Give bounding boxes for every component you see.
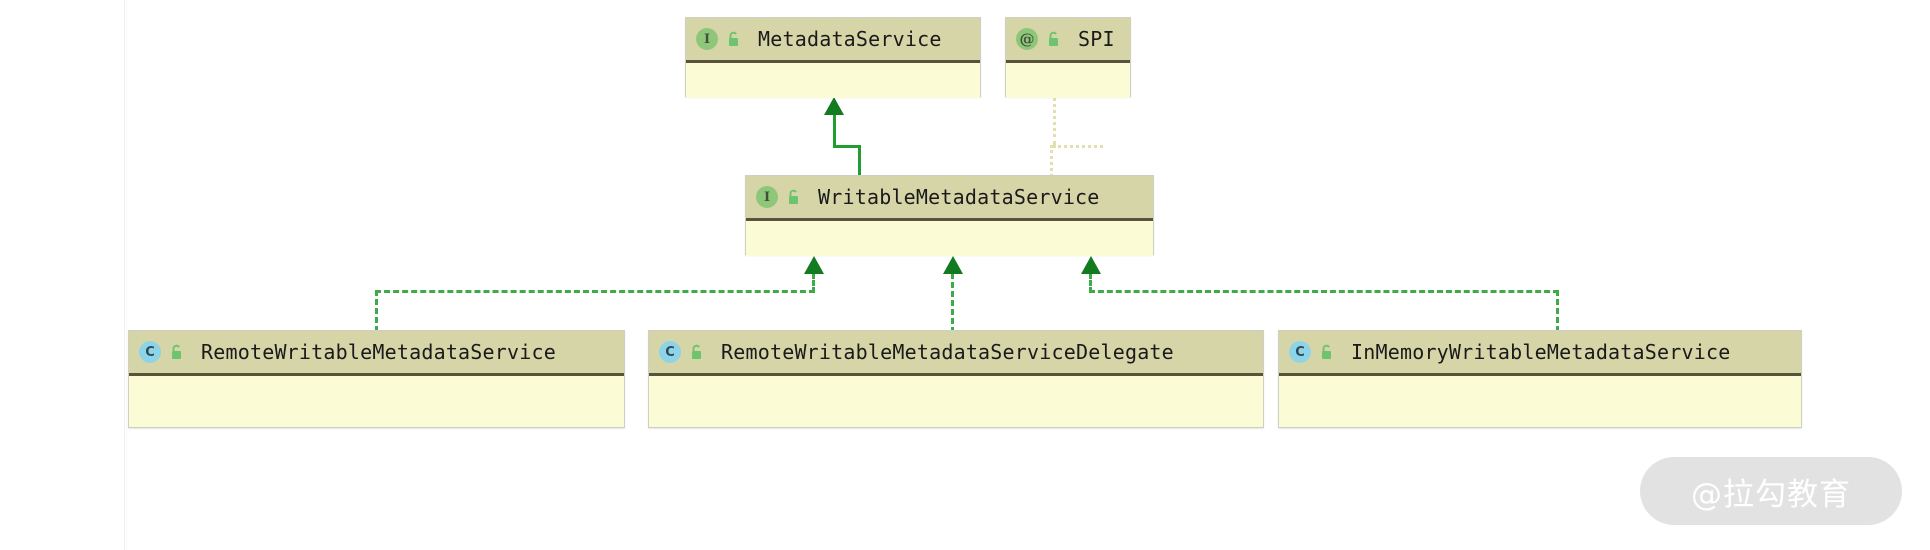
uml-node-body-compartment bbox=[1006, 63, 1130, 98]
uml-node-body-compartment bbox=[746, 221, 1153, 256]
uml-node-body-compartment bbox=[1279, 376, 1801, 426]
uml-node-title: RemoteWritableMetadataService bbox=[201, 340, 556, 364]
watermark-text: @拉勾教育 bbox=[1691, 476, 1851, 513]
uml-node-title: InMemoryWritableMetadataService bbox=[1351, 340, 1731, 364]
open-padlock-icon bbox=[689, 344, 705, 361]
uml-node-inmemory-writable-metadata-service[interactable]: C InMemoryWritableMetadataService bbox=[1278, 330, 1802, 428]
interface-badge-icon: I bbox=[756, 186, 778, 208]
edge-generalization-arrowhead bbox=[824, 97, 844, 115]
open-padlock-icon bbox=[1046, 31, 1062, 48]
class-badge-icon: C bbox=[139, 341, 161, 363]
uml-node-header: @ SPI bbox=[1006, 18, 1130, 63]
open-padlock-icon bbox=[169, 344, 185, 361]
edge-realization-inmemory-arrowhead bbox=[1081, 256, 1101, 274]
uml-node-title: MetadataService bbox=[758, 27, 942, 51]
edge-realization-remote-vertical-upper bbox=[812, 273, 815, 293]
edge-generalization-vertical-upper bbox=[833, 113, 836, 147]
uml-node-header: C RemoteWritableMetadataServiceDelegate bbox=[649, 331, 1263, 376]
uml-node-header: C RemoteWritableMetadataService bbox=[129, 331, 624, 376]
edge-realization-delegate-arrowhead bbox=[943, 256, 963, 274]
class-badge-icon: C bbox=[659, 341, 681, 363]
edge-realization-inmemory-horizontal bbox=[1089, 290, 1559, 293]
annotation-badge-icon: @ bbox=[1016, 28, 1038, 50]
edge-realization-remote-arrowhead bbox=[804, 256, 824, 274]
open-padlock-icon bbox=[1319, 344, 1335, 361]
edge-realization-remote-vertical-lower bbox=[375, 290, 378, 332]
edge-annotation-spi-vertical-upper bbox=[1053, 97, 1056, 145]
uml-node-header: I WritableMetadataService bbox=[746, 176, 1153, 221]
uml-node-title: RemoteWritableMetadataServiceDelegate bbox=[721, 340, 1174, 364]
edge-generalization-vertical-lower bbox=[858, 145, 861, 177]
edge-annotation-spi-vertical-lower bbox=[1050, 145, 1053, 177]
uml-node-remote-writable-metadata-service[interactable]: C RemoteWritableMetadataService bbox=[128, 330, 625, 428]
uml-node-body-compartment bbox=[129, 376, 624, 426]
uml-node-metadata-service[interactable]: I MetadataService bbox=[685, 17, 981, 98]
edge-annotation-spi-horizontal bbox=[1053, 145, 1103, 148]
open-padlock-icon bbox=[726, 31, 742, 48]
watermark-badge: @拉勾教育 bbox=[1640, 457, 1902, 525]
edge-realization-remote-horizontal bbox=[375, 290, 815, 293]
canvas-left-guide bbox=[124, 0, 125, 550]
edge-generalization-horizontal bbox=[833, 145, 861, 148]
canvas-left-guide-secondary bbox=[126, 0, 127, 550]
uml-node-spi[interactable]: @ SPI bbox=[1005, 17, 1131, 98]
uml-node-header: C InMemoryWritableMetadataService bbox=[1279, 331, 1801, 376]
uml-node-title: SPI bbox=[1078, 27, 1115, 51]
class-badge-icon: C bbox=[1289, 341, 1311, 363]
uml-node-title: WritableMetadataService bbox=[818, 185, 1100, 209]
uml-node-remote-writable-metadata-service-delegate[interactable]: C RemoteWritableMetadataServiceDelegate bbox=[648, 330, 1264, 428]
edge-realization-inmemory-vertical-lower bbox=[1556, 290, 1559, 332]
uml-node-body-compartment bbox=[686, 63, 980, 98]
uml-node-header: I MetadataService bbox=[686, 18, 980, 63]
open-padlock-icon bbox=[786, 189, 802, 206]
edge-realization-delegate-vertical bbox=[951, 273, 954, 333]
interface-badge-icon: I bbox=[696, 28, 718, 50]
uml-node-writable-metadata-service[interactable]: I WritableMetadataService bbox=[745, 175, 1154, 256]
edge-realization-inmemory-vertical-upper bbox=[1089, 273, 1092, 293]
uml-node-body-compartment bbox=[649, 376, 1263, 426]
